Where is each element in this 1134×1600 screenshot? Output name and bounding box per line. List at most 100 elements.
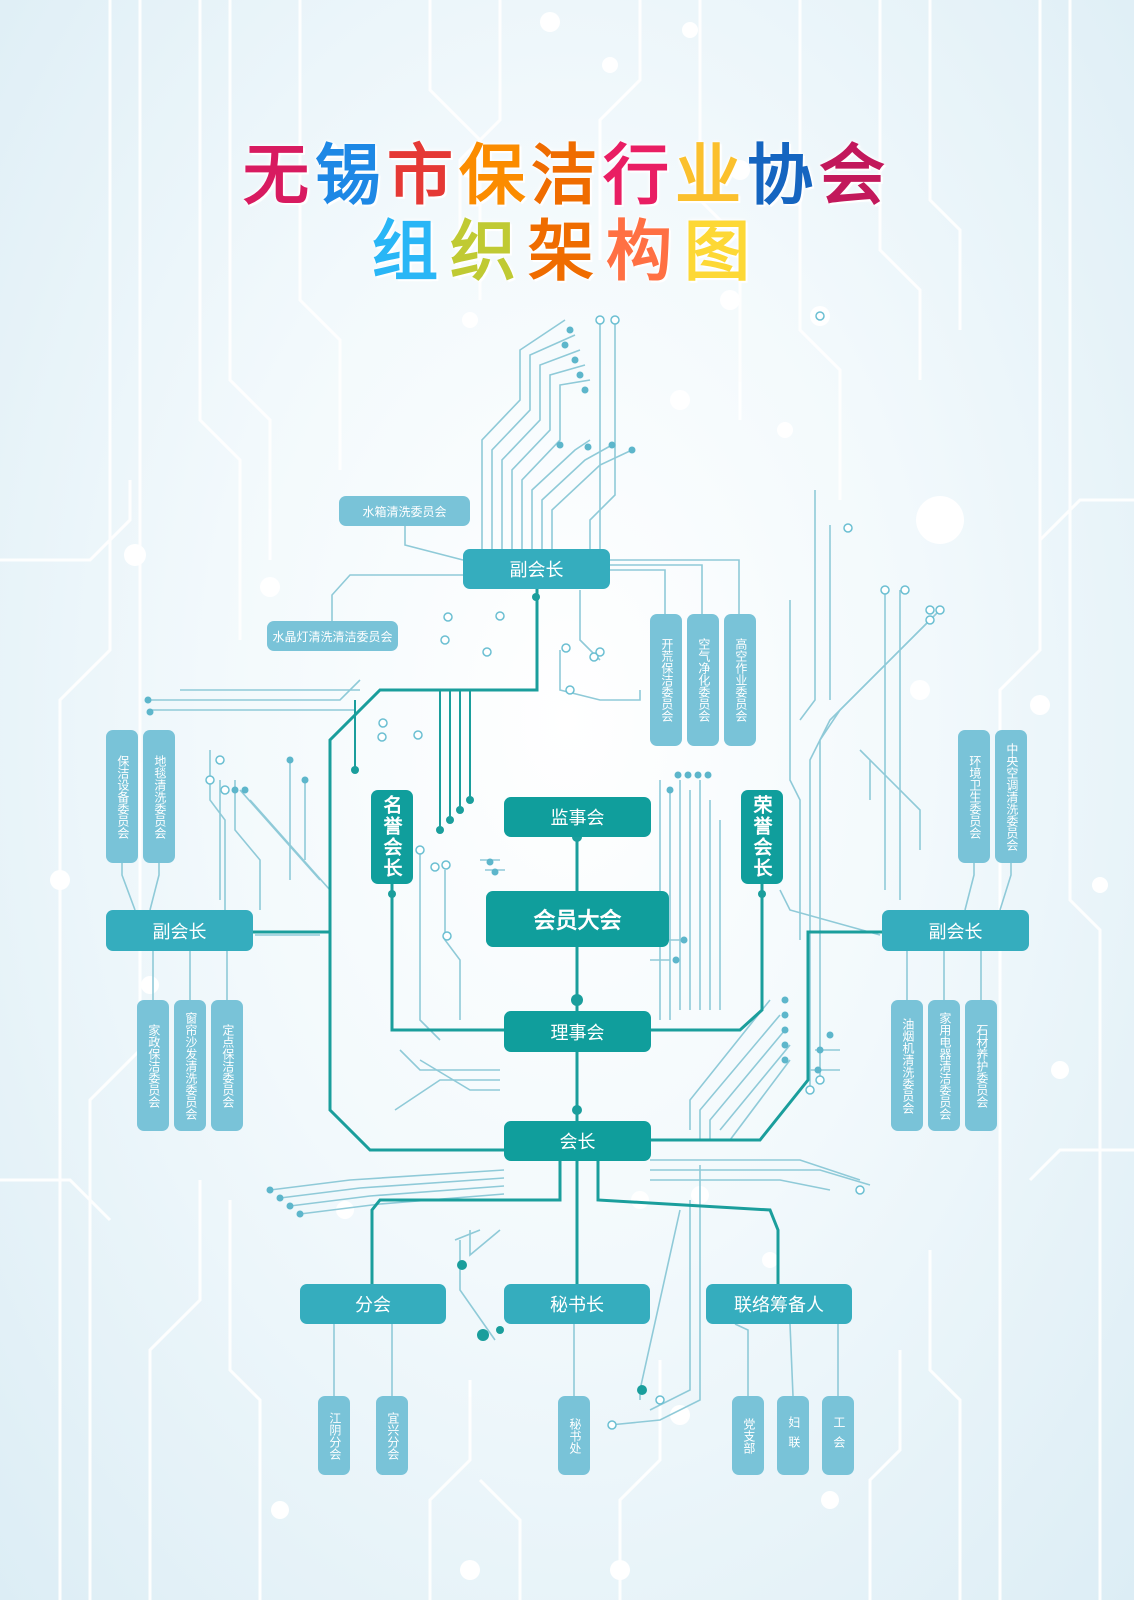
council-box: 理事会 <box>504 1011 651 1052</box>
thin-connector-71 <box>689 999 771 1130</box>
thin-connector-78 <box>289 1185 505 1207</box>
thin-connector-86 <box>459 1240 496 1341</box>
thin-connector-81 <box>650 1169 871 1186</box>
node-dot-19 <box>781 1011 789 1019</box>
bg-dot-16 <box>670 1405 690 1425</box>
bg-trace-9 <box>798 0 842 500</box>
thin-connector-76 <box>269 1169 505 1191</box>
title-line2-char-3: 构 <box>606 213 684 290</box>
title-line1-char-5: 行 <box>603 137 675 214</box>
thin-connector-88 <box>454 1229 481 1241</box>
thin-connector-27 <box>541 444 613 550</box>
air-purify-committee: 空气净化委员会 <box>687 614 719 746</box>
bg-dot-15 <box>610 1560 630 1580</box>
thin-connector-56 <box>444 870 461 1020</box>
title-line1-char-0: 无 <box>243 137 315 214</box>
bg-dot-7 <box>916 496 964 544</box>
thin-connector-23 <box>501 349 581 550</box>
title-line1-char-2: 市 <box>387 137 459 214</box>
ring-dot-8 <box>589 652 599 662</box>
supervisors-box: 监事会 <box>504 797 651 837</box>
bg-trace-8 <box>698 0 742 420</box>
main-connector-9 <box>370 1161 562 1284</box>
bg-trace-18 <box>618 1360 662 1600</box>
title-line1-char-1: 锡 <box>315 137 387 214</box>
thin-connector-59 <box>394 1079 500 1111</box>
thin-connector-50 <box>789 600 801 940</box>
bg-dot-3 <box>462 162 478 178</box>
ring-dot-18 <box>220 785 230 795</box>
node-dot-0 <box>566 326 574 334</box>
bg-trace-4 <box>298 0 342 470</box>
bg-dot-6 <box>260 577 280 597</box>
main-connector-5 <box>328 589 539 1152</box>
bg-trace-23 <box>1038 498 1134 542</box>
ring-dot-13 <box>413 730 423 740</box>
ring-dot-17 <box>215 755 225 765</box>
junction-dot-7 <box>456 806 464 814</box>
node-dot-34 <box>680 936 688 944</box>
thin-connector-42 <box>249 799 331 891</box>
bg-trace-20 <box>928 1250 962 1600</box>
bg-trace-21 <box>0 480 132 562</box>
junction-dot-13 <box>457 1260 467 1270</box>
node-dot-33 <box>491 868 499 876</box>
junction-dot-11 <box>637 1385 647 1395</box>
thin-connector-18 <box>734 1323 749 1396</box>
fixed-point-committee: 定点保洁委员会 <box>211 1000 243 1131</box>
ring-dot-31 <box>855 1185 865 1195</box>
ring-dot-9 <box>565 685 575 695</box>
junction-dot-2 <box>572 1105 582 1115</box>
thin-connector-4 <box>610 559 740 614</box>
node-dot-11 <box>301 776 309 784</box>
node-dot-2 <box>571 356 579 364</box>
title-line1-char-8: 会 <box>819 137 891 214</box>
node-dot-35 <box>672 956 680 964</box>
bg-dot-18 <box>271 1501 289 1519</box>
ring-dot-3 <box>843 523 853 533</box>
thin-connector-1 <box>331 574 463 621</box>
ring-dot-12 <box>378 718 388 728</box>
node-dot-1 <box>561 341 569 349</box>
junction-dot-4 <box>758 890 766 898</box>
wasteland-committee: 开荒保洁委员会 <box>650 614 682 746</box>
node-dot-23 <box>816 1046 824 1054</box>
branch-box: 分会 <box>300 1284 446 1324</box>
bg-dot-5 <box>124 544 146 566</box>
node-dot-27 <box>276 1194 284 1202</box>
ring-dot-29 <box>815 1075 825 1085</box>
node-dot-30 <box>144 696 152 704</box>
thin-connector-22 <box>491 334 576 550</box>
thin-connector-84 <box>649 1200 691 1411</box>
node-dot-12 <box>231 786 239 794</box>
ring-dot-5 <box>443 612 453 622</box>
bg-trace-10 <box>878 0 922 380</box>
ring-dot-20 <box>415 845 425 855</box>
party-branch: 党支部 <box>732 1396 764 1475</box>
ring-dot-15 <box>441 860 451 870</box>
trade-union: 工会 <box>822 1396 854 1475</box>
bg-trace-11 <box>928 0 962 330</box>
ring-dot-30 <box>805 1085 815 1095</box>
thin-connector-51 <box>799 490 816 721</box>
thin-connector-3 <box>610 564 703 614</box>
junction-dot-6 <box>466 796 474 804</box>
thin-connector-25 <box>521 379 591 550</box>
bg-trace-2 <box>198 0 242 640</box>
bg-dot-22 <box>462 312 478 328</box>
ring-dot-26 <box>900 585 910 595</box>
thin-connector-49 <box>779 889 881 936</box>
ring-dot-25 <box>925 615 935 625</box>
node-dot-16 <box>704 771 712 779</box>
yixing-branch: 宜兴分会 <box>376 1396 408 1475</box>
thin-connector-58 <box>399 1049 500 1071</box>
environment-committee: 环境卫生委员会 <box>958 730 990 863</box>
president-box: 会长 <box>504 1121 651 1161</box>
thin-connector-80 <box>650 1159 861 1181</box>
main-connector-3 <box>390 884 504 1032</box>
thin-connector-28 <box>551 449 633 550</box>
bg-dot-0 <box>540 12 560 32</box>
thin-connector-37 <box>234 780 261 910</box>
node-dot-31 <box>146 708 154 716</box>
thin-connector-29 <box>589 320 616 550</box>
